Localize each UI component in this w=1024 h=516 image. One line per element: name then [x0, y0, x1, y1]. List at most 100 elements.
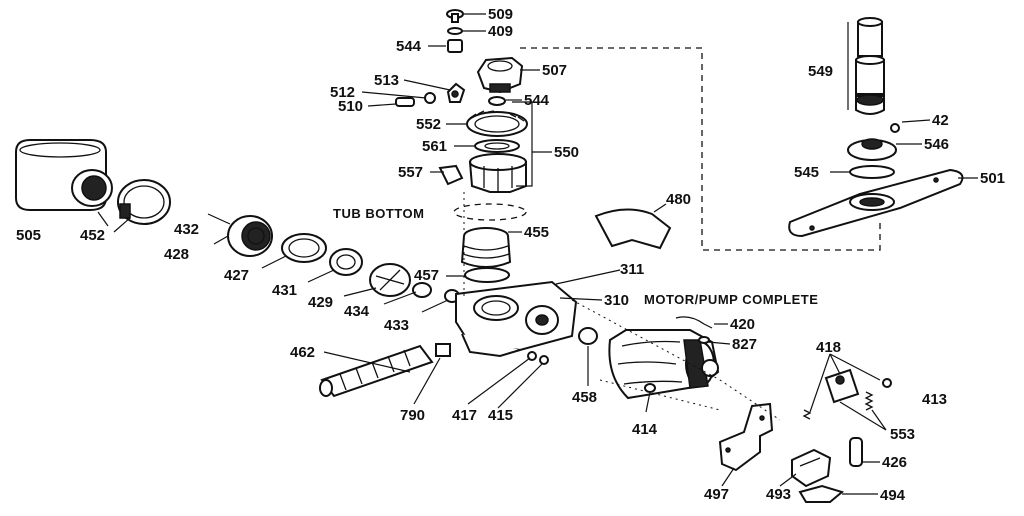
housing-507: [476, 56, 524, 94]
screw-415: [539, 355, 549, 365]
spray-arm-501: [788, 168, 964, 238]
label-42: 42: [932, 112, 949, 129]
screw-509: [446, 9, 464, 23]
label-510: 510: [338, 98, 364, 115]
label-494: 494: [880, 487, 906, 504]
plate-427: [281, 233, 327, 263]
wire-432: [207, 213, 231, 225]
nut-414: [644, 383, 656, 393]
deflector-480: [594, 208, 672, 250]
bracket-497: [718, 402, 774, 472]
clip-557: [438, 164, 464, 186]
washer-409: [447, 27, 463, 35]
label-452: 452: [80, 227, 106, 244]
switch-418: [824, 368, 860, 404]
label-413: 413: [922, 391, 948, 408]
pump-housing-310: [455, 280, 578, 358]
caption-motor-pump: MOTOR/PUMP COMPLETE: [644, 292, 819, 307]
label-427: 427: [224, 267, 250, 284]
sleeve-549: [855, 17, 885, 115]
label-426: 426: [882, 454, 908, 471]
label-544: 544: [524, 92, 550, 109]
assembly-line: [571, 299, 781, 421]
clamp-790: [435, 343, 451, 357]
label-417: 417: [452, 407, 478, 424]
leader-lines: [97, 13, 978, 495]
nut-544: [488, 96, 506, 106]
label-409: 409: [488, 23, 514, 40]
label-418: 418: [816, 339, 842, 356]
nut-544-top: [447, 39, 463, 53]
impeller-513: [446, 82, 466, 103]
hub-546: [847, 138, 897, 161]
spring-553: [802, 391, 874, 420]
label-553: 553: [890, 426, 916, 443]
label-429: 429: [308, 294, 334, 311]
sump-505: [15, 139, 113, 211]
motor: [608, 329, 720, 400]
label-428: 428: [164, 246, 190, 263]
label-431: 431: [272, 282, 298, 299]
label-432: 432: [174, 221, 200, 238]
plate-494: [798, 484, 845, 503]
clip-827: [698, 336, 710, 344]
label-497: 497: [704, 486, 730, 503]
label-480: 480: [666, 191, 692, 208]
hose-462: [319, 344, 434, 398]
screw-413: [882, 378, 892, 388]
label-455: 455: [524, 224, 550, 241]
label-561: 561: [422, 138, 448, 155]
label-513: 513: [374, 72, 400, 89]
label-311: 311: [620, 261, 645, 278]
label-433: 433: [384, 317, 410, 334]
screw-510: [395, 97, 415, 107]
label-546: 546: [924, 136, 950, 153]
cap-434: [412, 282, 432, 298]
screw-42: [890, 123, 900, 133]
label-434: 434: [344, 303, 370, 320]
label-420: 420: [730, 316, 756, 333]
ring-431: [329, 248, 363, 276]
label-462: 462: [290, 344, 316, 361]
bracket-550-line: [512, 101, 533, 187]
seal-512: [424, 92, 436, 104]
label-310: 310: [604, 292, 630, 309]
label-509: 509: [488, 6, 514, 23]
label-415: 415: [488, 407, 514, 424]
plunger-426: [849, 437, 863, 467]
ring-452: [117, 179, 171, 225]
label-507: 507: [542, 62, 568, 79]
clamp-457: [464, 267, 510, 283]
label-505: 505: [16, 227, 42, 244]
label-457: 457: [414, 267, 440, 284]
boot-455: [460, 227, 512, 268]
solenoid-493: [791, 448, 832, 488]
label-544-top: 544: [396, 38, 422, 55]
pump-base: [468, 153, 527, 193]
label-550: 550: [554, 144, 580, 161]
tub-bottom-outline: [453, 203, 527, 221]
filter-552: [466, 110, 528, 137]
label-557: 557: [398, 164, 424, 181]
label-549: 549: [808, 63, 834, 80]
label-512: 512: [330, 84, 356, 101]
gasket-561: [474, 139, 520, 153]
assembly-line: [599, 379, 721, 411]
washer-458: [578, 327, 598, 345]
impeller-429: [369, 263, 411, 297]
caption-tub-bottom: TUB BOTTOM: [333, 206, 425, 221]
ring-545: [849, 165, 895, 179]
wire-420: [675, 316, 713, 329]
dashed-connector: [520, 47, 881, 251]
label-458: 458: [572, 389, 598, 406]
label-552: 552: [416, 116, 442, 133]
label-545: 545: [794, 164, 820, 181]
label-501: 501: [980, 170, 1006, 187]
label-827: 827: [732, 336, 758, 353]
label-790: 790: [400, 407, 426, 424]
motor-coil-428: [227, 215, 273, 257]
label-414: 414: [632, 421, 658, 438]
label-493: 493: [766, 486, 792, 503]
